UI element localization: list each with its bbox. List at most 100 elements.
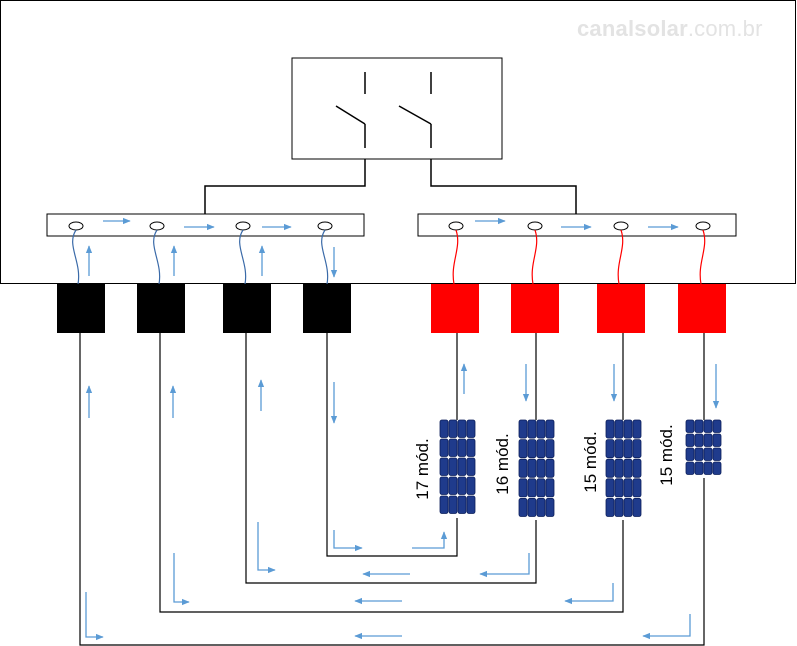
pv-cell xyxy=(545,458,555,478)
pv-cell xyxy=(466,476,476,495)
string-3-panel-array xyxy=(605,419,642,517)
pv-cell xyxy=(457,457,467,476)
pv-cell xyxy=(448,438,458,457)
pv-cell xyxy=(518,478,528,498)
pv-cell xyxy=(623,478,633,498)
pv-cell xyxy=(518,497,528,517)
pv-cell xyxy=(694,447,704,461)
pv-cell xyxy=(614,439,624,459)
negative-busbar xyxy=(46,213,365,237)
pv-cell xyxy=(448,457,458,476)
pv-cell xyxy=(632,458,642,478)
pv-cell xyxy=(703,447,713,461)
string-flow-arrows xyxy=(85,363,720,641)
pv-cell xyxy=(712,433,722,447)
pv-cell xyxy=(527,478,537,498)
pv-cell xyxy=(448,476,458,495)
pv-cell xyxy=(703,419,713,433)
pv-cell xyxy=(527,497,537,517)
pv-cell xyxy=(623,419,633,439)
pv-cell xyxy=(685,461,695,475)
pv-cell xyxy=(448,419,458,438)
pv-cell xyxy=(623,458,633,478)
positive-busbar xyxy=(417,213,737,237)
pv-cell xyxy=(632,439,642,459)
pv-cell xyxy=(518,439,528,459)
positive-internal-wires xyxy=(452,229,706,285)
pv-cell xyxy=(527,458,537,478)
pv-cell xyxy=(466,457,476,476)
pv-cell xyxy=(605,419,615,439)
pv-cell xyxy=(685,447,695,461)
string-3-module-count: 15 mód. xyxy=(581,431,600,493)
pv-cell xyxy=(703,433,713,447)
dc-disconnect-switch-icon xyxy=(291,57,503,160)
pv-cell xyxy=(439,457,449,476)
pv-cell xyxy=(457,438,467,457)
pv-cell xyxy=(527,419,537,439)
string-1-module-count: 17 mód. xyxy=(413,438,432,500)
pv-cell xyxy=(536,458,546,478)
pv-cell xyxy=(545,439,555,459)
pv-cell xyxy=(605,497,615,517)
pv-cell xyxy=(457,476,467,495)
pv-cell xyxy=(545,497,555,517)
pv-cell xyxy=(694,419,704,433)
string-2-panel-array xyxy=(518,419,555,517)
pv-cell xyxy=(536,439,546,459)
negative-connector-icon xyxy=(57,284,351,333)
pv-cell xyxy=(685,419,695,433)
pv-cell xyxy=(712,419,722,433)
pv-cell xyxy=(605,439,615,459)
pv-cell xyxy=(457,495,467,514)
busbar-flow-arrows xyxy=(103,217,679,231)
pv-cell xyxy=(623,439,633,459)
pv-cell xyxy=(614,419,624,439)
pv-cell xyxy=(632,419,642,439)
pv-cell xyxy=(439,438,449,457)
pv-cell xyxy=(694,461,704,475)
solar-panel-icon xyxy=(439,419,722,517)
pv-cell xyxy=(527,439,537,459)
string-1-panel-array xyxy=(439,419,476,514)
pv-cell xyxy=(712,447,722,461)
pv-cell xyxy=(605,458,615,478)
pv-cell xyxy=(703,461,713,475)
pv-cell xyxy=(439,476,449,495)
pv-cell xyxy=(466,495,476,514)
pv-cell xyxy=(457,419,467,438)
string-4-module-count: 15 mód. xyxy=(657,424,676,486)
busbar-terminals xyxy=(68,221,711,231)
negative-internal-wires xyxy=(72,229,329,285)
pv-cell xyxy=(614,458,624,478)
pv-cell xyxy=(466,419,476,438)
pv-cell xyxy=(694,433,704,447)
positive-connector-icon xyxy=(431,284,726,333)
pv-cell xyxy=(623,497,633,517)
pv-cell xyxy=(614,497,624,517)
internal-flow-arrows xyxy=(85,245,338,278)
pv-cell xyxy=(632,478,642,498)
string-4-panel-array xyxy=(685,419,722,475)
pv-cell xyxy=(536,497,546,517)
pv-cell xyxy=(466,438,476,457)
pv-cell xyxy=(632,497,642,517)
pv-cell xyxy=(439,495,449,514)
pv-cell xyxy=(712,461,722,475)
pv-cell xyxy=(685,433,695,447)
pv-cell xyxy=(518,458,528,478)
pv-cell xyxy=(605,478,615,498)
pv-cell xyxy=(518,419,528,439)
pv-cell xyxy=(545,419,555,439)
pv-cell xyxy=(614,478,624,498)
pv-cell xyxy=(536,478,546,498)
string-2-module-count: 16 mód. xyxy=(493,433,512,495)
pv-cell xyxy=(545,478,555,498)
pv-cell xyxy=(439,419,449,438)
pv-cell xyxy=(536,419,546,439)
switch-to-busbar-wires xyxy=(204,159,577,214)
pv-cell xyxy=(448,495,458,514)
watermark-text: canalsolar.com.br xyxy=(577,16,763,41)
string-wires xyxy=(79,333,705,646)
